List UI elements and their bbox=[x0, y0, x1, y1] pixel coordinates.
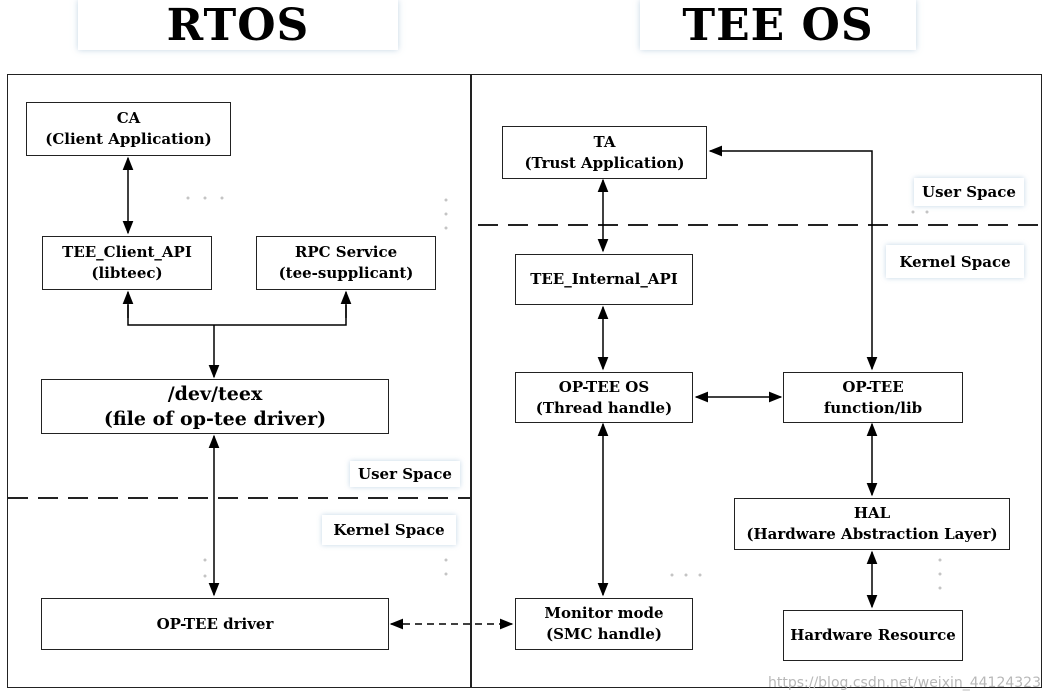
rpc-service-box-subtitle: (tee-supplicant) bbox=[278, 264, 414, 282]
ta-box-title: TA bbox=[593, 132, 616, 151]
rtos-kernel-space-label: Kernel Space bbox=[322, 515, 456, 545]
op-tee-os-box-title: OP-TEE OS bbox=[558, 377, 650, 396]
ca-box-title: CA bbox=[116, 109, 141, 127]
tee-internal-api-box: TEE_Internal_API bbox=[515, 254, 693, 305]
op-tee-lib-box: OP-TEE function/lib bbox=[783, 372, 963, 423]
hal-box-subtitle: (Hardware Abstraction Layer) bbox=[746, 525, 998, 543]
watermark: https://blog.csdn.net/weixin_44124323 bbox=[767, 675, 1041, 691]
op-tee-os-box-subtitle: (Thread handle) bbox=[535, 398, 673, 417]
dev-teex-box: /dev/teex (file of op-tee driver) bbox=[41, 379, 389, 434]
op-tee-driver-box: OP-TEE driver bbox=[41, 598, 389, 650]
hardware-resource-box: Hardware Resource bbox=[783, 610, 963, 661]
rtos-title: RTOS bbox=[78, 0, 398, 51]
tee-client-api-box-title: TEE_Client_API bbox=[62, 243, 192, 261]
rpc-service-box: RPC Service (tee-supplicant) bbox=[256, 236, 436, 290]
ta-box: TA (Trust Application) bbox=[502, 126, 707, 179]
ta-box-subtitle: (Trust Application) bbox=[524, 153, 685, 172]
tee-user-space-label: User Space bbox=[914, 178, 1024, 206]
client-api-rpc-bracket bbox=[127, 305, 347, 326]
op-tee-lib-box-title: OP-TEE bbox=[842, 377, 904, 396]
ca-box: CA (Client Application) bbox=[26, 102, 231, 156]
tee-client-api-box: TEE_Client_API (libteec) bbox=[42, 236, 212, 290]
tee-os-panel bbox=[470, 74, 1042, 688]
lib-to-ta-arrow bbox=[708, 145, 878, 371]
dev-teex-box-title: /dev/teex bbox=[167, 382, 263, 405]
op-tee-os-box: OP-TEE OS (Thread handle) bbox=[515, 372, 693, 423]
monitor-mode-box-subtitle: (SMC handle) bbox=[545, 625, 663, 643]
tee-kernel-space-label: Kernel Space bbox=[886, 245, 1024, 278]
tee-client-api-box-subtitle: (libteec) bbox=[91, 264, 163, 282]
dev-teex-box-subtitle: (file of op-tee driver) bbox=[103, 407, 327, 430]
monitor-mode-box-title: Monitor mode bbox=[544, 604, 664, 622]
ca-box-subtitle: (Client Application) bbox=[45, 130, 212, 148]
op-tee-driver-box-title: OP-TEE driver bbox=[156, 614, 274, 633]
rpc-service-box-title: RPC Service bbox=[294, 243, 398, 261]
tee-os-title: TEE OS bbox=[640, 0, 916, 51]
hal-box-title: HAL bbox=[853, 504, 891, 522]
decorative-dots bbox=[186, 196, 942, 590]
tee-internal-api-box-title: TEE_Internal_API bbox=[530, 270, 678, 288]
hardware-resource-box-title: Hardware Resource bbox=[790, 626, 956, 644]
rtos-user-space-label: User Space bbox=[350, 461, 460, 487]
rtos-panel bbox=[7, 74, 472, 688]
op-tee-lib-box-subtitle: function/lib bbox=[823, 398, 923, 417]
hal-box: HAL (Hardware Abstraction Layer) bbox=[734, 498, 1010, 550]
monitor-mode-box: Monitor mode (SMC handle) bbox=[515, 598, 693, 650]
